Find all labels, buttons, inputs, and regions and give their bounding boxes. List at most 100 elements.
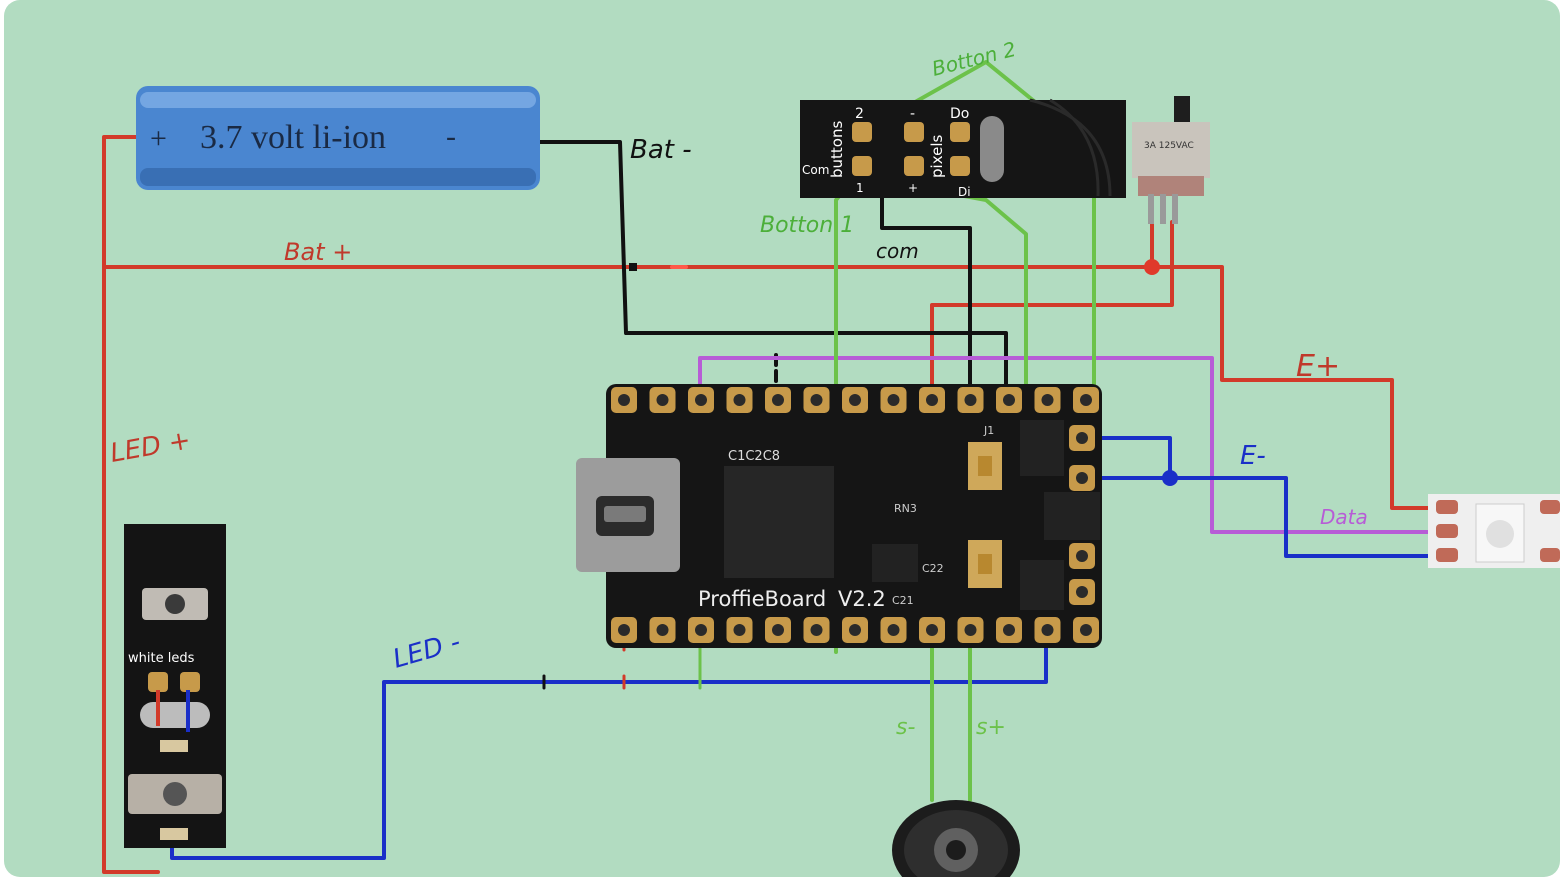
label-bat-minus: Bat -	[630, 135, 692, 165]
switch-base	[1138, 176, 1204, 196]
pad-side-1-hole	[1076, 472, 1088, 484]
switch-leg-1	[1148, 194, 1154, 224]
pad-side-0-hole	[1076, 432, 1088, 444]
silk-rn3: RN3	[894, 502, 917, 515]
junction-e-minus	[1162, 470, 1178, 486]
pad-2	[852, 122, 872, 142]
pad-top-6-hole	[849, 394, 861, 406]
led-module: white leds	[124, 524, 226, 848]
pad-bottom-9-hole	[964, 624, 977, 636]
button-board-trace	[1029, 98, 1112, 197]
pad-top-11-hole	[1041, 394, 1054, 406]
mcu-chip	[724, 466, 834, 578]
pad-minus-label: -	[910, 106, 915, 122]
chip-right-3	[1044, 492, 1100, 540]
pad-top-12-hole	[1080, 394, 1092, 406]
battery: + 3.7 volt li-ion -	[136, 86, 540, 190]
pad-bottom-6-hole	[849, 624, 861, 636]
led-strip-pad-5	[1540, 548, 1560, 562]
pad-large	[980, 116, 1004, 182]
pad-top-2-hole	[695, 394, 707, 406]
wire-led-minus	[170, 630, 1048, 860]
label-s-minus: s-	[896, 715, 915, 740]
button-pad-top-inner	[978, 456, 992, 476]
pad-top-4-hole	[772, 394, 784, 406]
button-board: 2 - Do 1 + Di Com buttons pixels	[800, 98, 1126, 199]
label-s-plus: s+	[976, 715, 1006, 740]
silk-c22: C22	[922, 562, 944, 575]
wire-bat-node	[629, 263, 637, 271]
pad-1-label: 1	[856, 181, 864, 195]
switch-body	[1132, 122, 1210, 178]
pad-1	[852, 156, 872, 176]
led-strip-pad-4	[1540, 500, 1560, 514]
label-com: com	[876, 239, 919, 263]
led-module-label: white leds	[128, 651, 195, 666]
battery-plus-label: +	[150, 122, 167, 155]
pad-side-3-hole	[1076, 586, 1088, 598]
usb-port-inner	[604, 506, 646, 522]
pad-top-5-hole	[810, 394, 823, 406]
label-e-plus: E+	[1296, 349, 1340, 384]
wire-bat-plus-rail	[102, 265, 1442, 510]
chip-right-4	[1020, 560, 1064, 610]
buttons-label: buttons	[828, 121, 846, 178]
pixels-label: pixels	[928, 134, 946, 178]
speaker	[892, 800, 1020, 877]
speaker-center	[946, 840, 966, 860]
led-strip	[1428, 494, 1560, 568]
led-pad-left	[148, 672, 168, 692]
battery-shine	[140, 92, 536, 108]
led-smd-1	[160, 740, 188, 752]
pad-top-7-hole	[887, 394, 900, 406]
switch-actuator	[1174, 96, 1190, 124]
label-e-minus: E-	[1240, 441, 1266, 471]
pad-bottom-5-hole	[810, 624, 823, 636]
proffieboard-chip-label: C1C2C8	[728, 449, 780, 464]
chip-right-2	[1020, 420, 1064, 476]
chip-right-1	[872, 544, 918, 582]
proffieboard-pads	[611, 387, 1099, 643]
led-module-slot	[140, 702, 210, 728]
wire-e-minus-b	[1080, 476, 1442, 558]
switch-marking: 3A 125VAC	[1144, 141, 1194, 151]
slide-switch: 3A 125VAC	[1132, 96, 1210, 224]
proffieboard: C1C2C8 ProffieBoard V2.2 C21 C22 RN3 J1	[576, 384, 1102, 648]
pad-plus	[904, 156, 924, 176]
pad-bottom-2-hole	[695, 624, 707, 636]
battery-body	[136, 86, 540, 190]
pad-top-3-hole	[733, 394, 746, 406]
switch-leg-3	[1172, 194, 1178, 224]
pad-bottom-7-hole	[887, 624, 900, 636]
pad-bottom-1-hole	[656, 624, 669, 636]
led-strip-pad-3	[1436, 548, 1458, 562]
button-pad-bottom-inner	[978, 554, 992, 574]
led-strip-led-dot	[1486, 520, 1514, 548]
label-bat-plus: Bat +	[284, 238, 352, 266]
pad-top-10-hole	[1003, 394, 1015, 406]
label-button-1: Botton 1	[760, 213, 854, 238]
pad-top-1-hole	[656, 394, 669, 406]
wire-led-plus	[102, 135, 160, 874]
label-data: Data	[1320, 505, 1368, 529]
battery-minus-label: -	[446, 120, 456, 153]
silk-j1: J1	[983, 424, 994, 437]
pad-do	[950, 122, 970, 142]
pad-di	[950, 156, 970, 176]
led-smd-2	[160, 828, 188, 840]
pad-bottom-10-hole	[1003, 624, 1015, 636]
pad-plus-label: +	[908, 181, 918, 195]
pad-2-label: 2	[855, 106, 864, 122]
pad-bottom-11-hole	[1041, 624, 1054, 636]
pad-minus	[904, 122, 924, 142]
led-module-top-button-dot	[165, 594, 185, 614]
pad-do-label: Do	[950, 106, 969, 122]
proffieboard-name: ProffieBoard	[698, 587, 826, 611]
switch-leg-2	[1160, 194, 1166, 224]
proffieboard-version: V2.2	[838, 587, 886, 611]
pad-bottom-0-hole	[618, 624, 630, 636]
battery-shade	[140, 168, 536, 186]
button-board-trace-2	[1049, 98, 1100, 197]
pad-bottom-12-hole	[1080, 624, 1092, 636]
pad-top-8-hole	[926, 394, 938, 406]
